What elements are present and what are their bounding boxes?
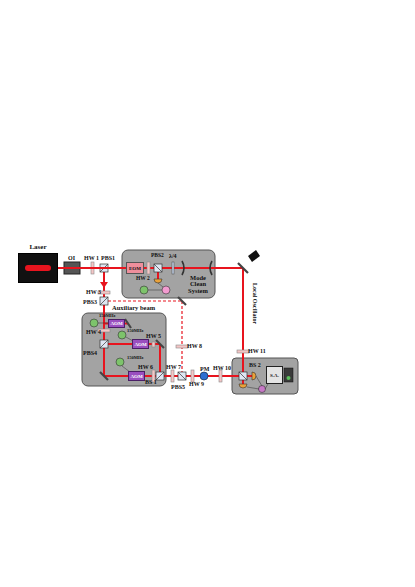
detection-panel [232, 358, 298, 394]
laser-core [25, 265, 51, 271]
part-label: λ/4 [169, 253, 177, 259]
beam-line [58, 267, 126, 269]
part-label: HW 11 [248, 348, 266, 354]
part-name: AOM [134, 342, 146, 347]
part-label: 150MHz [127, 356, 144, 361]
analyzer-panel [284, 368, 293, 382]
part-label: PM [200, 366, 209, 372]
part-label: HW 6 [138, 364, 153, 370]
part-heading: Laser [29, 244, 46, 251]
beam-dump [248, 250, 260, 262]
part-name: AOM [130, 374, 142, 379]
mode-clean-panel [122, 250, 215, 298]
part-label: HW 10 [213, 365, 231, 371]
part-label: HW 4 [86, 329, 101, 335]
half-wave-plate [91, 262, 249, 382]
part-label: PBS2 [151, 253, 164, 259]
part-name: EOM [129, 266, 141, 271]
cable [98, 283, 268, 389]
part-label: HW 9 [189, 381, 204, 387]
part-label: PBS3 [83, 299, 97, 305]
beam-arrow [100, 282, 108, 288]
quarter-wave-plate [172, 262, 174, 274]
part-label: HW 2 [136, 276, 150, 282]
part-label: HW 5 [146, 333, 161, 339]
part-label: BS 2 [249, 362, 261, 368]
auxiliary-beam [108, 301, 182, 372]
phase-modulator [200, 372, 208, 380]
component-box: EOM [126, 262, 144, 274]
part-label: Local Oscillator [252, 283, 258, 324]
laser-source: Laser [18, 253, 58, 283]
part-name: AOM [110, 321, 122, 326]
part-label: 150MHz [99, 314, 116, 319]
part-label: BS 1 [145, 379, 157, 385]
laser-beam [104, 268, 252, 384]
part-label: PBS1 [101, 255, 115, 261]
part-label: 150MHz [127, 329, 144, 334]
analyzer-knob [287, 376, 291, 380]
part-label: HW 8 [187, 343, 202, 349]
part-label: OI [68, 255, 75, 261]
part-label: Auxiliary beam [112, 305, 155, 312]
component-box: AOM [132, 339, 149, 349]
photodetector [154, 279, 256, 388]
part-name: Mode Clean System [184, 275, 212, 295]
beam-splitter-cube [100, 264, 247, 380]
component-box: AOM [128, 371, 145, 381]
mode-clean-system: Mode Clean System EOM [122, 250, 215, 298]
part-name: S.A. [270, 373, 279, 378]
mirror [100, 263, 248, 380]
signal-generator [90, 286, 266, 393]
part-label: PBS4 [83, 350, 97, 356]
part-label: HW 1 [84, 255, 99, 261]
component-box: S.A. [266, 366, 283, 384]
part-label: PBS5 [171, 384, 185, 390]
part-label: HW 3 [86, 289, 101, 295]
component-box: AOM [108, 319, 125, 328]
beam-connector [58, 268, 126, 269]
part-label: HW 7 [166, 364, 181, 370]
cavity-mirror [182, 261, 212, 275]
